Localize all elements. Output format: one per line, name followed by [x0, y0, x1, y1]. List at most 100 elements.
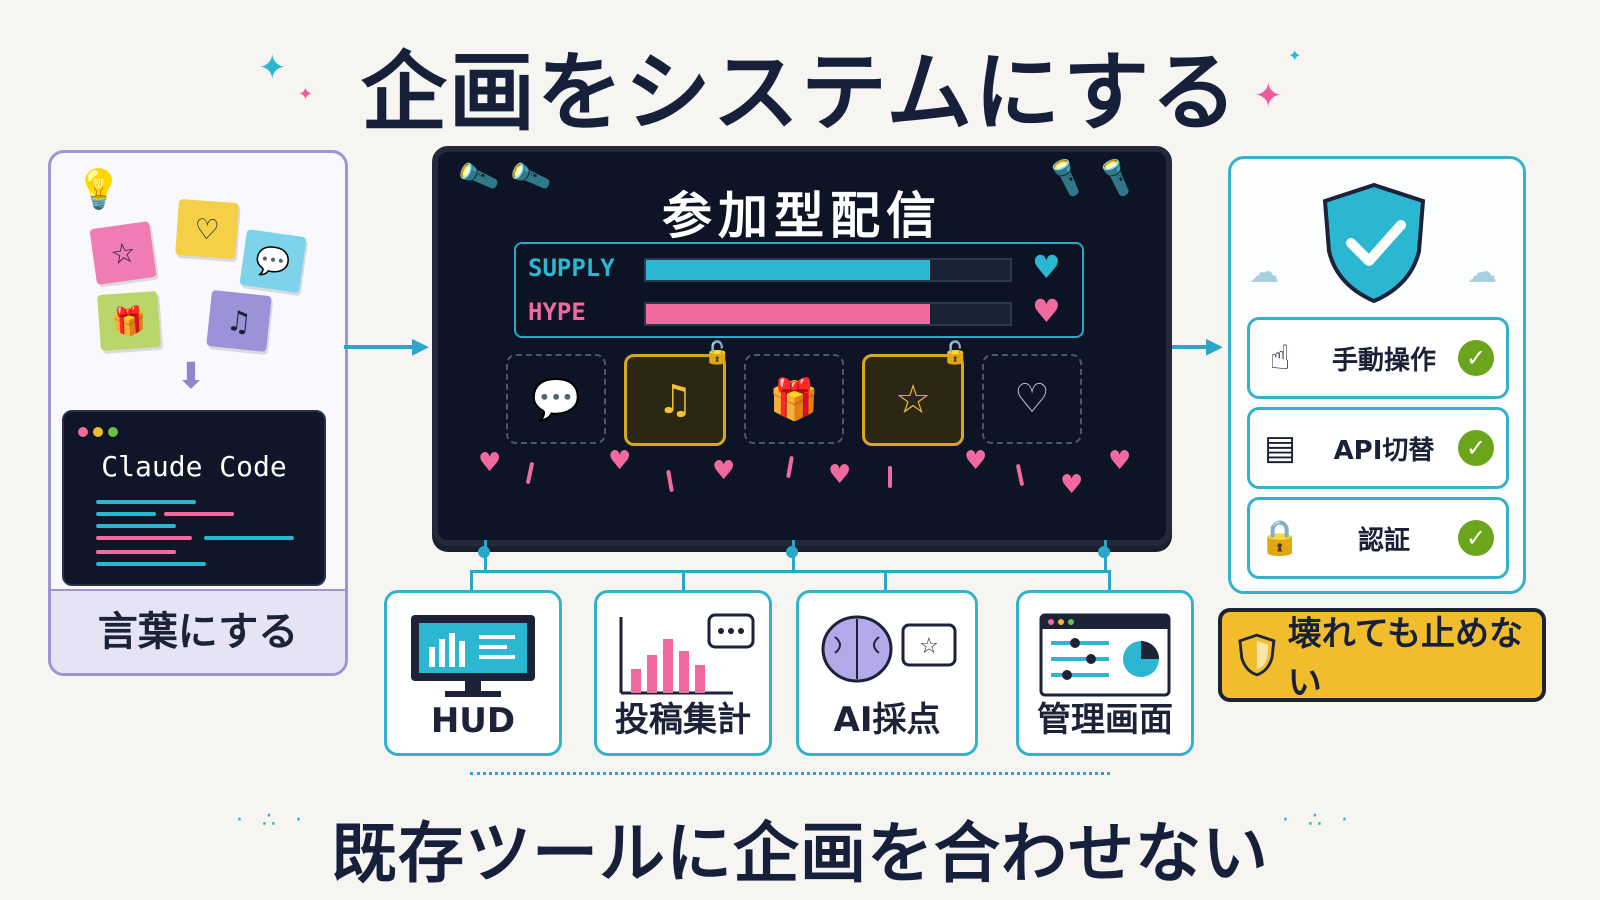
gift-icon: 🎁 [769, 376, 819, 423]
dotted-link [470, 772, 1110, 775]
glowstick [1015, 463, 1025, 487]
terminal-title: Claude Code [101, 450, 287, 483]
heart-icon: ♥ [608, 446, 632, 476]
supply-bar [644, 258, 1012, 282]
page-title: 企画をシステムにする [360, 43, 1240, 143]
slot-gift[interactable]: 🎁 [744, 354, 844, 444]
ideas-label: 言葉にする [51, 589, 345, 673]
slot-star[interactable]: ☆🔓 [862, 341, 969, 446]
module-post-tally[interactable]: 投稿集計 [594, 590, 772, 756]
code-line [96, 500, 196, 504]
arrow-right-icon: ▶ [412, 334, 429, 359]
keep-running-badge: 壊れても止めない [1218, 608, 1546, 703]
bus-line [682, 570, 685, 592]
bar-chart-icon [619, 613, 755, 695]
bus-line [1108, 570, 1111, 592]
connector-dot [478, 546, 490, 558]
claude-code-terminal: Claude Code [62, 410, 326, 586]
sparkle-icon: ✦ [298, 84, 314, 105]
sparkle-dots: · ∴ · [236, 808, 308, 833]
heart-icon: ♥ [478, 448, 502, 478]
slot-music[interactable]: ♫🔓 [624, 341, 731, 446]
note-chat-icon: 💬 [239, 229, 307, 293]
code-line [204, 536, 294, 540]
resilience-panel: ☁ ☁ ☝ 手動操作 ✓ ▤ API切替 ✓ 🔒 認証 ✓ [1228, 156, 1526, 594]
hype-label: HYPE [528, 298, 586, 326]
bottom-tagline: 既存ツールに企画を合わせない [331, 815, 1269, 892]
glowstick [525, 461, 535, 485]
supply-label: SUPPLY [528, 254, 615, 282]
shield-check-icon [1322, 182, 1426, 304]
module-label: HUD [430, 701, 516, 741]
heart-outline-icon: ♡ [1014, 376, 1050, 422]
window-controls [78, 422, 123, 441]
heart-icon: ♥ [828, 460, 852, 490]
bus-line [884, 570, 887, 592]
window-dot [108, 427, 118, 437]
reward-slots: 💬 ♫🔓 🎁 ☆🔓 ♡ [506, 341, 1082, 446]
cloud-icon: ☁ [1249, 255, 1279, 290]
lock-icon: 🔒 [1258, 518, 1302, 558]
note-gift-icon: 🎁 [97, 290, 161, 352]
code-line [164, 512, 234, 516]
monitor-dashboard-icon [411, 615, 535, 697]
hype-bar-fill [646, 304, 930, 324]
unlock-icon: 🔓 [941, 341, 969, 366]
bus-line [470, 570, 473, 592]
slot-heart[interactable]: ♡ [982, 354, 1082, 444]
unlock-icon: 🔓 [703, 341, 731, 366]
check-api-switch[interactable]: ▤ API切替 ✓ [1247, 407, 1509, 489]
glowstick [786, 455, 794, 479]
chat-icon: 💬 [531, 376, 581, 423]
lightbulb-icon: 💡 [75, 167, 123, 211]
connector-dot [786, 546, 798, 558]
check-auth[interactable]: 🔒 認証 ✓ [1247, 497, 1509, 579]
check-icon: ✓ [1458, 430, 1494, 466]
check-label: 手動操作 [1331, 345, 1436, 376]
module-label: 投稿集計 [615, 700, 751, 740]
module-admin[interactable]: 管理画面 [1016, 590, 1194, 756]
check-label: 認証 [1357, 525, 1410, 556]
window-dot [93, 427, 103, 437]
glowstick [888, 466, 892, 488]
supply-bar-fill [646, 260, 930, 280]
window-dot [78, 427, 88, 437]
module-hud[interactable]: HUD [384, 590, 562, 756]
sparkle-icon: ✦ [258, 48, 287, 88]
check-manual-operation[interactable]: ☝ 手動操作 ✓ [1247, 317, 1509, 399]
module-ai-scoring[interactable]: ☆ AI採点 [796, 590, 978, 756]
heart-icon: ♥ [1060, 470, 1084, 500]
check-icon: ✓ [1458, 520, 1494, 556]
glowstick [666, 469, 674, 493]
code-line [96, 524, 176, 528]
note-star-icon: ☆ [89, 221, 157, 285]
check-label: API切替 [1333, 435, 1435, 466]
server-switch-icon: ▤ [1263, 428, 1297, 468]
arrow-connector [344, 345, 418, 349]
shield-icon [1238, 633, 1276, 677]
module-label: 管理画面 [1037, 700, 1173, 740]
meter-panel: SUPPLY ♥ HYPE ♥ [514, 242, 1084, 338]
arrow-down-icon: ⬇ [175, 356, 207, 397]
connector-dot [1098, 546, 1110, 558]
arrow-connector [1166, 345, 1212, 349]
check-icon: ✓ [1458, 340, 1494, 376]
module-label: AI採点 [833, 700, 941, 740]
note-music-icon: ♫ [206, 290, 272, 352]
heart-icon: ♥ [1032, 248, 1061, 286]
hype-bar [644, 302, 1012, 326]
arrow-right-icon: ▶ [1206, 334, 1223, 359]
code-line [96, 512, 156, 516]
stream-screen: 🔦 🔦 🔦 🔦 参加型配信 SUPPLY ♥ HYPE ♥ 💬 ♫🔓 🎁 ☆🔓 … [432, 146, 1172, 546]
hand-pointer-icon: ☝ [1269, 338, 1291, 378]
sparkle-icon: ✦ [1254, 76, 1283, 116]
heart-icon: ♥ [712, 456, 736, 486]
bus-line [470, 570, 1110, 573]
sparkle-dots: · ∴ · [1282, 808, 1354, 833]
stream-title: 参加型配信 [662, 187, 942, 245]
slot-chat[interactable]: 💬 [506, 354, 606, 444]
admin-panel-icon [1039, 613, 1171, 697]
badge-label: 壊れても止めない [1287, 614, 1524, 703]
code-line [96, 536, 192, 540]
code-line [96, 550, 176, 554]
